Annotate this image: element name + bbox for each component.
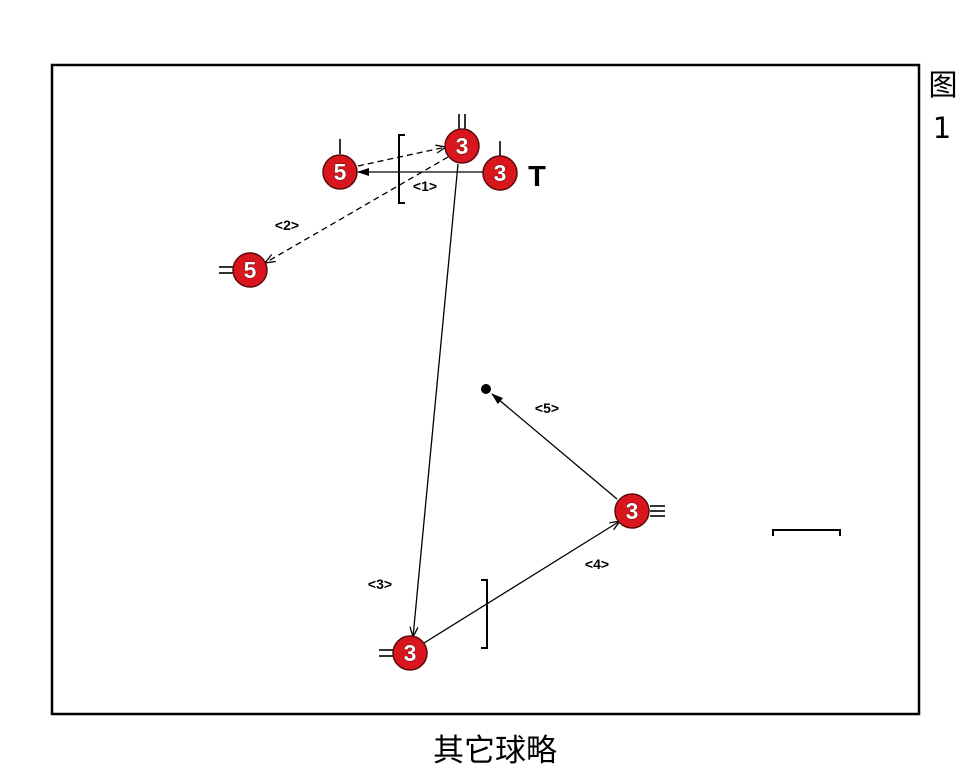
move-label-3: <3> — [368, 576, 392, 592]
double-tick-icon — [458, 114, 466, 129]
player-tag: T — [528, 161, 546, 193]
move-5-arrow — [491, 393, 618, 500]
figure-label-number: 1 — [933, 111, 951, 145]
double-dash-icon — [379, 649, 393, 657]
bracket-top — [398, 134, 405, 204]
player-marker — [232, 252, 268, 288]
player-number: 3 — [404, 640, 417, 666]
player-5-left: 5 — [219, 252, 268, 288]
player-3-top-center: 3 — [444, 114, 480, 164]
move-2-dashed-arrow — [265, 156, 449, 263]
double-dash-icon — [219, 266, 233, 274]
figure-label-char: 图 — [928, 68, 957, 102]
move-label-4: <4> — [585, 556, 609, 572]
move-label-2: <2> — [275, 217, 299, 233]
move-4-arrow — [423, 521, 620, 644]
player-marker — [614, 493, 650, 529]
player-marker — [482, 155, 518, 191]
player-3-top-right: 3 T — [482, 141, 546, 193]
figure-caption: 其它球略 — [433, 733, 557, 769]
bracket-right — [772, 529, 841, 536]
player-5-top: 5 — [322, 139, 358, 190]
bracket-bottom — [481, 579, 488, 649]
player-number: 3 — [494, 160, 507, 186]
player-3-bottom: 3 — [379, 635, 428, 671]
player-3-right: 3 — [614, 493, 665, 529]
pass-dashed-arrow — [357, 147, 446, 167]
player-number: 3 — [456, 133, 469, 159]
move-label-1: <1> — [413, 178, 437, 194]
player-marker — [444, 128, 480, 164]
triple-dash-icon — [650, 505, 665, 517]
move-3-arrow — [413, 163, 459, 637]
target-dot — [481, 384, 491, 394]
player-number: 5 — [244, 257, 257, 283]
player-marker — [322, 154, 358, 190]
move-label-5: <5> — [535, 400, 559, 416]
player-number: 5 — [334, 159, 347, 185]
court-frame — [50, 63, 921, 716]
player-number: 3 — [626, 498, 639, 524]
player-marker — [392, 635, 428, 671]
